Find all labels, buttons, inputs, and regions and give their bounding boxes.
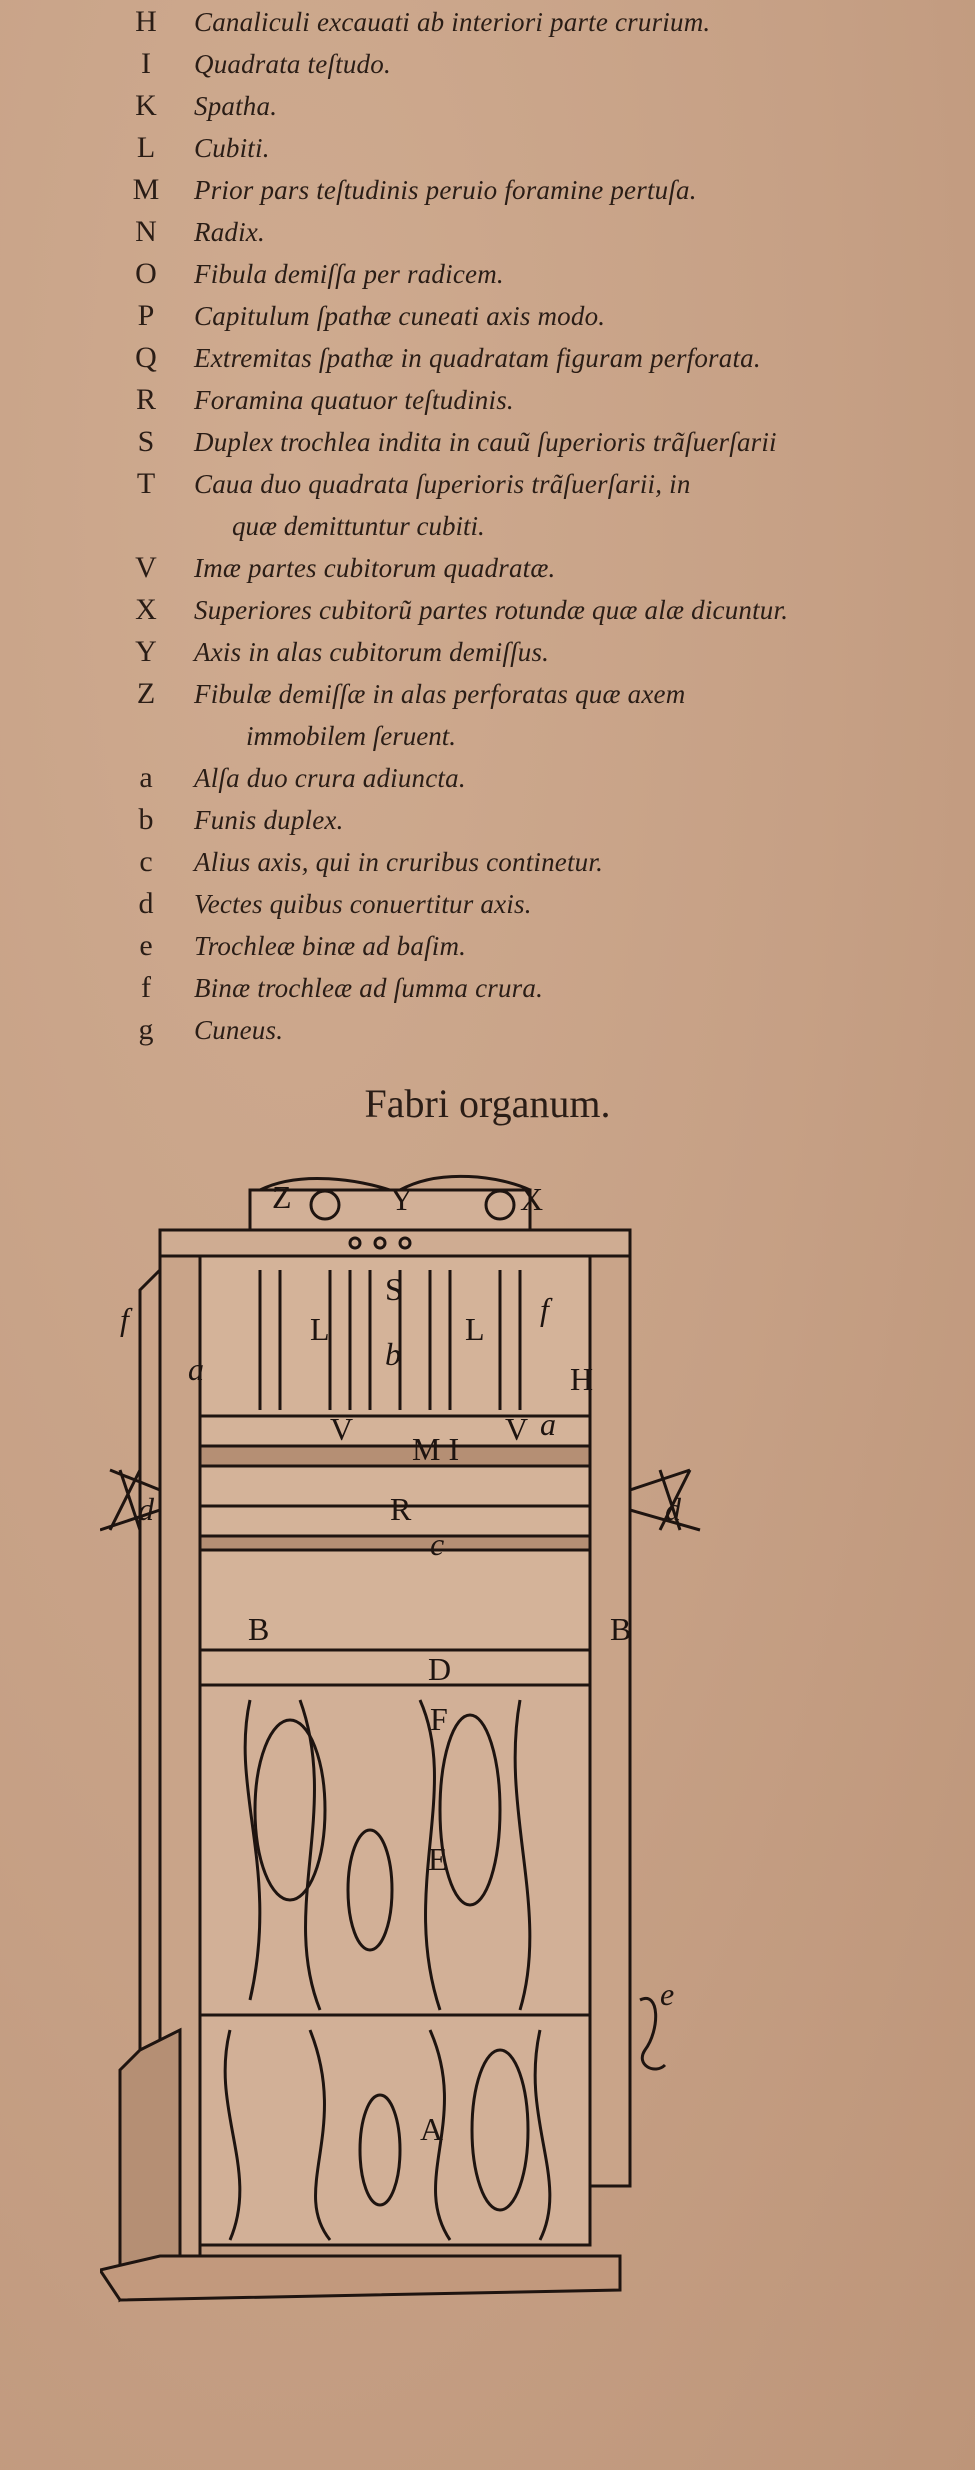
figure-label-l2: L <box>465 1311 485 1347</box>
legend-letter: H <box>135 5 157 38</box>
press-illustration: Z Y X S L L b f f H a a V V M I R c d d … <box>97 1174 701 2303</box>
legend-text: Binæ trochleæ ad ſumma crura. <box>194 973 544 1003</box>
figure-label-h: H <box>570 1361 593 1397</box>
legend-letter: K <box>135 89 157 122</box>
figure-label-z: Z <box>272 1179 292 1215</box>
figure-label-d: D <box>428 1651 451 1687</box>
legend-text: Foramina quatuor teſtudinis. <box>194 385 514 415</box>
legend-text-continuation: immobilem ſeruent. <box>246 721 456 751</box>
legend-text: Fibulæ demiſſæ in alas perforatas quæ ax… <box>194 679 686 709</box>
figure-label-f1: f <box>120 1301 133 1337</box>
legend-letter: e <box>139 929 153 962</box>
figure-label-d2: d <box>665 1491 682 1527</box>
legend-letter: Q <box>135 341 157 374</box>
figure-label-c: c <box>430 1526 444 1562</box>
legend-letter: T <box>136 467 156 500</box>
legend-text: Prior pars teſtudinis peruio foramine pe… <box>194 175 697 205</box>
legend-text: Funis duplex. <box>194 805 344 835</box>
legend-list: H Canaliculi excauati ab interiori parte … <box>0 0 975 1050</box>
legend-text: Alius axis, qui in cruribus continetur. <box>194 847 604 877</box>
legend-letter: g <box>138 1013 154 1046</box>
figure-label-b2: B <box>610 1611 631 1647</box>
legend-text: Superiores cubitorũ partes rotundæ quæ a… <box>194 595 789 625</box>
figure-label-l1: L <box>310 1311 330 1347</box>
legend-text: Extremitas ſpathæ in quadratam figuram p… <box>194 343 761 373</box>
figure-label-v1: V <box>330 1411 353 1447</box>
legend-letter: I <box>141 47 151 80</box>
legend-letter: Y <box>135 635 157 668</box>
figure-label-a1: a <box>188 1351 204 1387</box>
figure-label-b: b <box>385 1336 401 1372</box>
figure-label-x: X <box>520 1181 543 1217</box>
legend-text: Imæ partes cubitorum quadratæ. <box>194 553 556 583</box>
figure-label-b1: B <box>248 1611 269 1647</box>
legend-text: Cubiti. <box>194 133 270 163</box>
legend-letter: R <box>135 383 156 416</box>
figure-label-r: R <box>390 1491 412 1527</box>
figure-label-s: S <box>385 1271 403 1307</box>
figure-label-y: Y <box>390 1181 413 1217</box>
legend-text: Axis in alas cubitorum demiſſus. <box>194 637 550 667</box>
legend-text: Vectes quibus conuertitur axis. <box>194 889 532 919</box>
figure-label-mi: M I <box>412 1431 459 1467</box>
figure-caption: Fabri organum. <box>364 1081 611 1126</box>
legend-letter: M <box>132 173 160 206</box>
legend-letter: V <box>135 551 157 584</box>
legend-letter: a <box>139 761 153 794</box>
figure-label-e: E <box>428 1841 448 1877</box>
legend-text: Radix. <box>194 217 265 247</box>
figure-label-a2: a <box>540 1406 556 1442</box>
figure-label-e-lower: e <box>660 1976 674 2012</box>
legend-text: Caua duo quadrata ſuperioris trãſuerſari… <box>194 469 691 499</box>
legend-letter: f <box>141 971 151 1004</box>
legend-letter: Z <box>136 677 156 710</box>
legend-text: Spatha. <box>194 91 278 121</box>
legend-letter: d <box>138 887 154 920</box>
legend-text: Duplex trochlea indita in cauũ ſuperiori… <box>194 427 777 457</box>
legend-text: Cuneus. <box>194 1015 284 1045</box>
legend-letter: S <box>137 425 155 458</box>
press-woodcut-figure: Z Y X S L L b f f H a a V V M I R c d d … <box>97 1170 740 2314</box>
legend-text: Quadrata teſtudo. <box>194 49 391 79</box>
legend-letter: O <box>135 257 157 290</box>
figure-label-a: A <box>420 2111 443 2147</box>
legend-text: Capitulum ſpathæ cuneati axis modo. <box>194 301 606 331</box>
legend-letter: P <box>137 299 155 332</box>
legend-text: Trochleæ binæ ad baſim. <box>194 931 467 961</box>
legend-text: Canaliculi excauati ab interiori parte c… <box>194 7 711 37</box>
legend-letter: c <box>139 845 153 878</box>
legend-letter: X <box>135 593 157 626</box>
legend-text: Alſa duo crura adiuncta. <box>194 763 466 793</box>
figure-label-f: F <box>430 1701 448 1737</box>
legend-letter: N <box>135 215 157 248</box>
legend-letter: L <box>136 131 156 164</box>
figure-label-d1: d <box>138 1491 155 1527</box>
legend-text-continuation: quæ demittuntur cubiti. <box>232 511 485 541</box>
figure-label-v2: V <box>505 1411 528 1447</box>
legend-letter: b <box>138 803 154 836</box>
legend-text: Fibula demiſſa per radicem. <box>194 259 504 289</box>
